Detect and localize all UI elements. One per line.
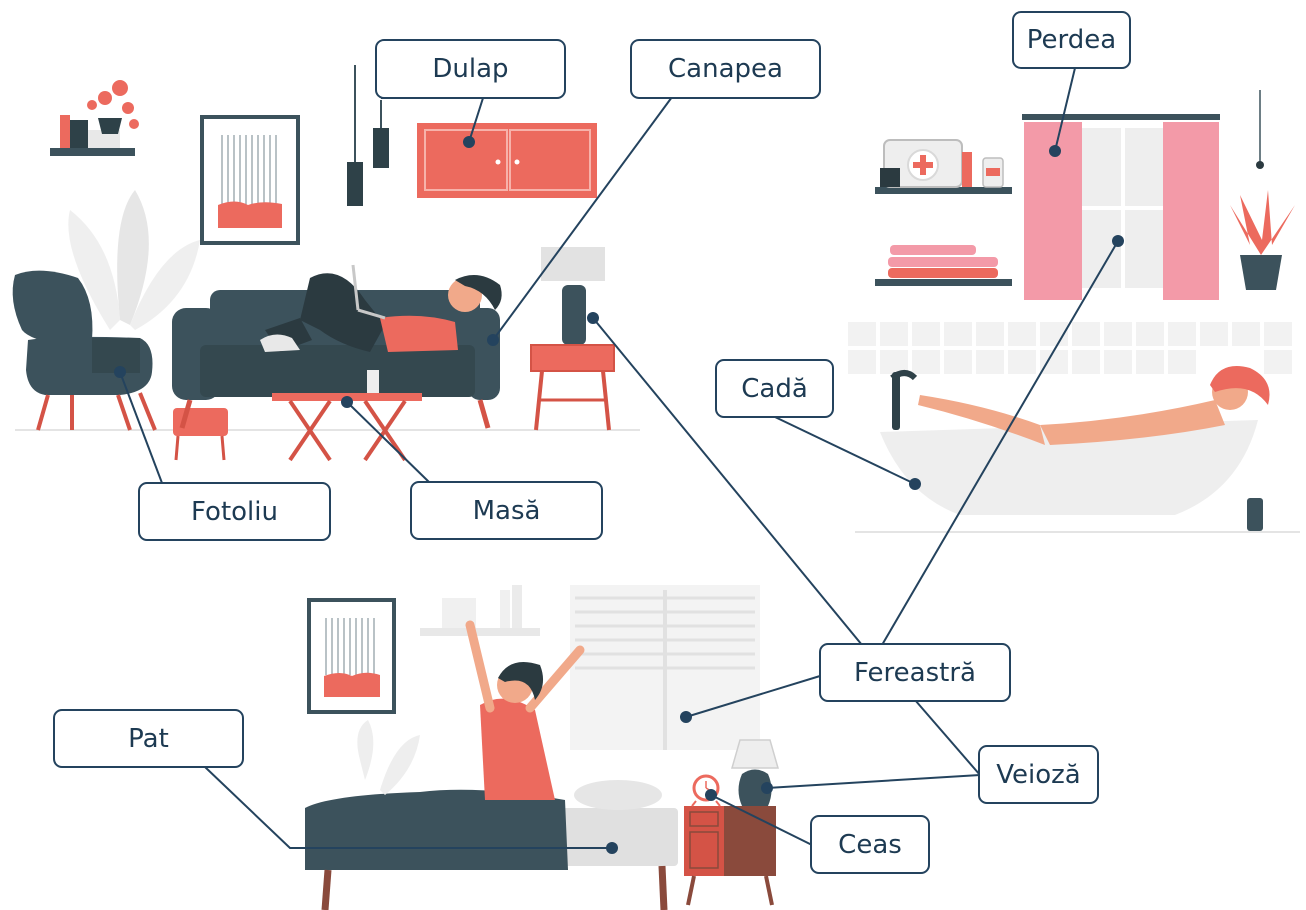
bathroom-scene xyxy=(848,90,1300,533)
dot-fereastra-bathroom xyxy=(1112,235,1124,247)
nightstand xyxy=(684,806,776,906)
cabinet xyxy=(417,123,597,198)
label-fotoliu: Fotoliu xyxy=(138,482,331,541)
leader-lines xyxy=(119,67,1119,849)
dot-masa xyxy=(341,396,353,408)
bathroom-window xyxy=(1022,114,1220,300)
leader-line-fereastra-bedroom xyxy=(685,675,821,718)
leader-line-canapea xyxy=(492,96,673,341)
leader-line-cada xyxy=(774,416,916,485)
bedroom-window xyxy=(570,585,760,750)
leader-line-masa xyxy=(346,401,431,484)
bedside-lamp xyxy=(731,739,779,806)
bathtub xyxy=(880,370,1263,531)
wall-painting xyxy=(200,115,300,245)
ottoman xyxy=(173,408,228,461)
background-plant xyxy=(68,190,200,330)
dot-fereastra-lamp xyxy=(587,312,599,324)
label-ceas: Ceas xyxy=(810,815,930,874)
leader-line-perdea xyxy=(1054,67,1076,152)
label-masa: Masă xyxy=(410,481,603,540)
dot-ceas xyxy=(705,789,717,801)
leader-line-fotoliu xyxy=(119,371,163,484)
leader-line-pat xyxy=(204,766,612,849)
bedroom-painting xyxy=(307,598,396,714)
label-dulap: Dulap xyxy=(375,39,566,99)
dot-fereastra-bedroom xyxy=(680,711,692,723)
woman-in-bathtub xyxy=(918,366,1270,445)
person-on-sofa xyxy=(260,264,502,352)
bedroom-plant xyxy=(357,720,420,795)
leader-line-fereastra-veioza xyxy=(914,699,981,776)
leader-line-ceas xyxy=(710,794,813,846)
bedroom-shelf xyxy=(420,585,540,636)
side-table-lamp xyxy=(530,247,615,431)
leader-line-fereastra-bathroom xyxy=(881,240,1119,646)
alarm-clock xyxy=(691,774,721,807)
dot-dulap xyxy=(463,136,475,148)
dot-cada xyxy=(909,478,921,490)
hanging-lamps xyxy=(347,65,389,206)
bathroom-shelves xyxy=(875,139,1012,286)
dot-pat xyxy=(606,842,618,854)
bedroom-scene xyxy=(305,585,779,910)
living-room-scene xyxy=(12,65,640,462)
bed xyxy=(305,780,678,910)
leader-line-fereastra-lamp xyxy=(592,317,863,646)
leader-line-veioza xyxy=(766,774,981,789)
hanging-plant xyxy=(1230,90,1295,290)
label-canapea: Canapea xyxy=(630,39,821,99)
dot-canapea xyxy=(487,334,499,346)
pointer-dots xyxy=(114,136,1124,854)
wall-tiles xyxy=(848,322,1292,374)
label-cada: Cadă xyxy=(715,359,834,418)
label-perdea: Perdea xyxy=(1012,11,1131,69)
label-fereastra: Fereastră xyxy=(819,643,1011,702)
stretching-woman xyxy=(465,620,585,800)
dot-perdea xyxy=(1049,145,1061,157)
armchair xyxy=(12,270,157,431)
dot-veioza xyxy=(761,782,773,794)
label-pat: Pat xyxy=(53,709,244,768)
label-veioza: Veioză xyxy=(978,745,1099,804)
dot-fotoliu xyxy=(114,366,126,378)
wall-shelf xyxy=(50,80,139,156)
